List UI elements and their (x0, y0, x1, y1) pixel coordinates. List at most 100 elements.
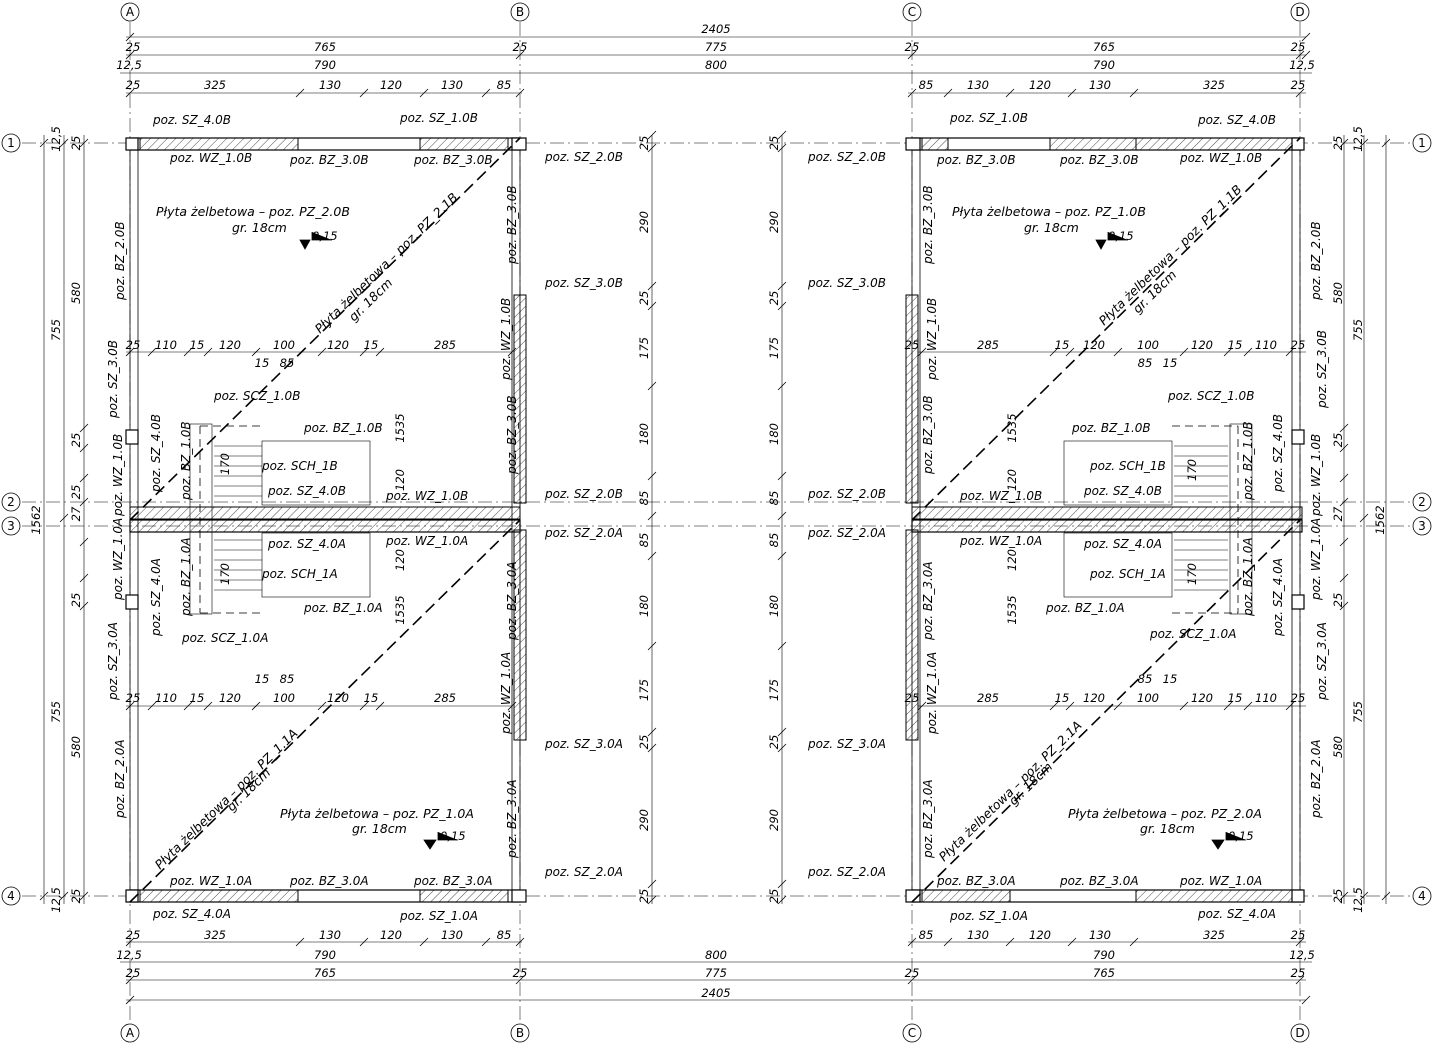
svg-text:25: 25 (1291, 966, 1306, 980)
svg-text:poz. BZ_3.0B: poz. BZ_3.0B (921, 185, 935, 265)
svg-text:15: 15 (1163, 672, 1178, 686)
axis-bubble-c-bottom: C (902, 1023, 922, 1043)
svg-text:25: 25 (1331, 593, 1345, 608)
svg-text:25: 25 (637, 136, 651, 151)
svg-text:poz. WZ_1.0B: poz. WZ_1.0B (959, 489, 1042, 503)
svg-text:poz. WZ_1.0A: poz. WZ_1.0A (1179, 874, 1262, 888)
svg-text:gr. 18cm: gr. 18cm (352, 821, 407, 836)
axis-bubble-1-right: 1 (1412, 133, 1432, 153)
svg-text:120: 120 (380, 928, 402, 942)
svg-text:765: 765 (1093, 40, 1115, 54)
svg-text:580: 580 (1331, 282, 1345, 304)
svg-text:25: 25 (1291, 78, 1306, 92)
svg-text:790: 790 (1093, 948, 1115, 962)
svg-text:1535: 1535 (393, 595, 407, 624)
svg-text:15: 15 (255, 672, 270, 686)
svg-text:25: 25 (69, 593, 83, 608)
svg-text:poz. SZ_2.0A: poz. SZ_2.0A (807, 865, 886, 879)
svg-text:poz. BZ_1.0A: poz. BZ_1.0A (1241, 537, 1255, 617)
svg-text:poz. BZ_3.0B: poz. BZ_3.0B (936, 153, 1016, 167)
svg-text:poz. BZ_1.0A: poz. BZ_1.0A (303, 601, 383, 615)
svg-text:poz. SZ_1.0B: poz. SZ_1.0B (949, 111, 1028, 125)
svg-text:Płyta żelbetowa – poz. PZ_1.0A: Płyta żelbetowa – poz. PZ_1.0A (280, 806, 474, 821)
svg-text:2: 2 (1418, 495, 1426, 509)
svg-text:poz. SZ_4.0A: poz. SZ_4.0A (149, 558, 163, 637)
svg-text:285: 285 (434, 338, 456, 352)
right-dimensions: 1562 755 755 580 580 12,5 25 25 27 25 12… (1331, 126, 1391, 913)
svg-text:12,5: 12,5 (116, 58, 142, 72)
svg-text:25: 25 (1331, 889, 1345, 904)
svg-text:325: 325 (204, 78, 226, 92)
svg-text:755: 755 (1351, 701, 1365, 723)
svg-text:poz. SZ_1.0B: poz. SZ_1.0B (399, 111, 478, 125)
svg-text:poz. WZ_1.0B: poz. WZ_1.0B (1309, 434, 1323, 517)
svg-text:poz. WZ_1.0A: poz. WZ_1.0A (385, 534, 468, 548)
svg-text:100: 100 (1137, 338, 1159, 352)
svg-text:580: 580 (1331, 736, 1345, 758)
svg-text:580: 580 (69, 736, 83, 758)
top-dimensions: 2405 25 765 25 775 25 765 25 12,5 790 80… (116, 22, 1315, 98)
svg-text:120: 120 (219, 691, 241, 705)
svg-text:175: 175 (767, 337, 781, 359)
svg-text:poz. WZ_1.0B: poz. WZ_1.0B (385, 489, 468, 503)
left-building: 25 110 15 120 100 120 15 285 25 110 15 1… (125, 137, 527, 903)
svg-text:D: D (1295, 5, 1304, 19)
svg-text:85: 85 (767, 533, 781, 548)
svg-text:2405: 2405 (701, 22, 730, 36)
svg-text:12,5: 12,5 (49, 126, 63, 152)
svg-text:775: 775 (705, 966, 727, 980)
svg-text:775: 775 (705, 40, 727, 54)
svg-text:120: 120 (1029, 928, 1051, 942)
axis-bubble-1-left: 1 (1, 133, 21, 153)
svg-text:A: A (126, 5, 135, 19)
svg-text:poz. SZ_4.0A: poz. SZ_4.0A (267, 537, 346, 551)
svg-text:poz. BZ_3.0A: poz. BZ_3.0A (413, 874, 493, 888)
svg-text:poz. SZ_2.0B: poz. SZ_2.0B (807, 150, 886, 164)
svg-text:25: 25 (1291, 338, 1306, 352)
svg-text:poz. SZ_4.0B: poz. SZ_4.0B (1271, 414, 1285, 493)
svg-text:170: 170 (218, 563, 232, 585)
svg-text:poz. WZ_1.0A: poz. WZ_1.0A (959, 534, 1042, 548)
svg-text:580: 580 (69, 282, 83, 304)
left-dimensions: 1562 755 755 580 580 12,5 25 25 25 27 25… (29, 126, 89, 913)
svg-text:85: 85 (1138, 672, 1153, 686)
svg-text:790: 790 (314, 948, 336, 962)
svg-text:poz. BZ_1.0B: poz. BZ_1.0B (1241, 421, 1255, 501)
svg-text:15: 15 (190, 338, 205, 352)
svg-text:15: 15 (1055, 691, 1070, 705)
svg-text:poz. BZ_2.0A: poz. BZ_2.0A (113, 739, 127, 819)
axis-bubble-3-left: 3 (1, 516, 21, 536)
svg-text:25: 25 (126, 338, 141, 352)
svg-text:poz. SZ_4.0B: poz. SZ_4.0B (149, 414, 163, 493)
svg-text:120: 120 (393, 549, 407, 571)
svg-text:130: 130 (441, 78, 463, 92)
svg-text:170: 170 (1185, 459, 1199, 481)
svg-text:120: 120 (1191, 338, 1213, 352)
svg-text:25: 25 (1291, 691, 1306, 705)
svg-text:poz. SZ_3.0B: poz. SZ_3.0B (807, 276, 886, 290)
svg-text:25: 25 (905, 40, 920, 54)
svg-text:poz. BZ_2.0B: poz. BZ_2.0B (1309, 221, 1323, 301)
svg-text:4: 4 (7, 889, 15, 903)
svg-text:1535: 1535 (393, 413, 407, 442)
center-dimensions: 25 290 25 175 180 85 85 180 175 25 290 2… (637, 130, 787, 905)
svg-text:130: 130 (967, 78, 989, 92)
svg-text:110: 110 (155, 691, 177, 705)
svg-text:Płyta żelbetowa – poz. PZ_2.0B: Płyta żelbetowa – poz. PZ_2.0B (156, 204, 350, 219)
svg-text:755: 755 (1351, 319, 1365, 341)
svg-text:325: 325 (204, 928, 226, 942)
svg-text:15: 15 (1055, 338, 1070, 352)
svg-text:130: 130 (1089, 78, 1111, 92)
svg-text:poz. WZ_1.0A: poz. WZ_1.0A (169, 874, 252, 888)
svg-text:poz. WZ_1.0A: poz. WZ_1.0A (1309, 518, 1323, 601)
svg-text:poz. SZ_3.0A: poz. SZ_3.0A (544, 737, 623, 751)
axis-bubble-b-top: B (510, 2, 530, 22)
svg-text:poz. SZ_3.0B: poz. SZ_3.0B (1315, 330, 1329, 409)
svg-text:120: 120 (327, 338, 349, 352)
svg-text:120: 120 (1005, 549, 1019, 571)
svg-text:25: 25 (905, 966, 920, 980)
svg-text:poz. WZ_1.0A: poz. WZ_1.0A (925, 652, 939, 735)
svg-text:15: 15 (255, 356, 270, 370)
svg-text:15: 15 (190, 691, 205, 705)
svg-text:poz. BZ_2.0A: poz. BZ_2.0A (1309, 739, 1323, 819)
